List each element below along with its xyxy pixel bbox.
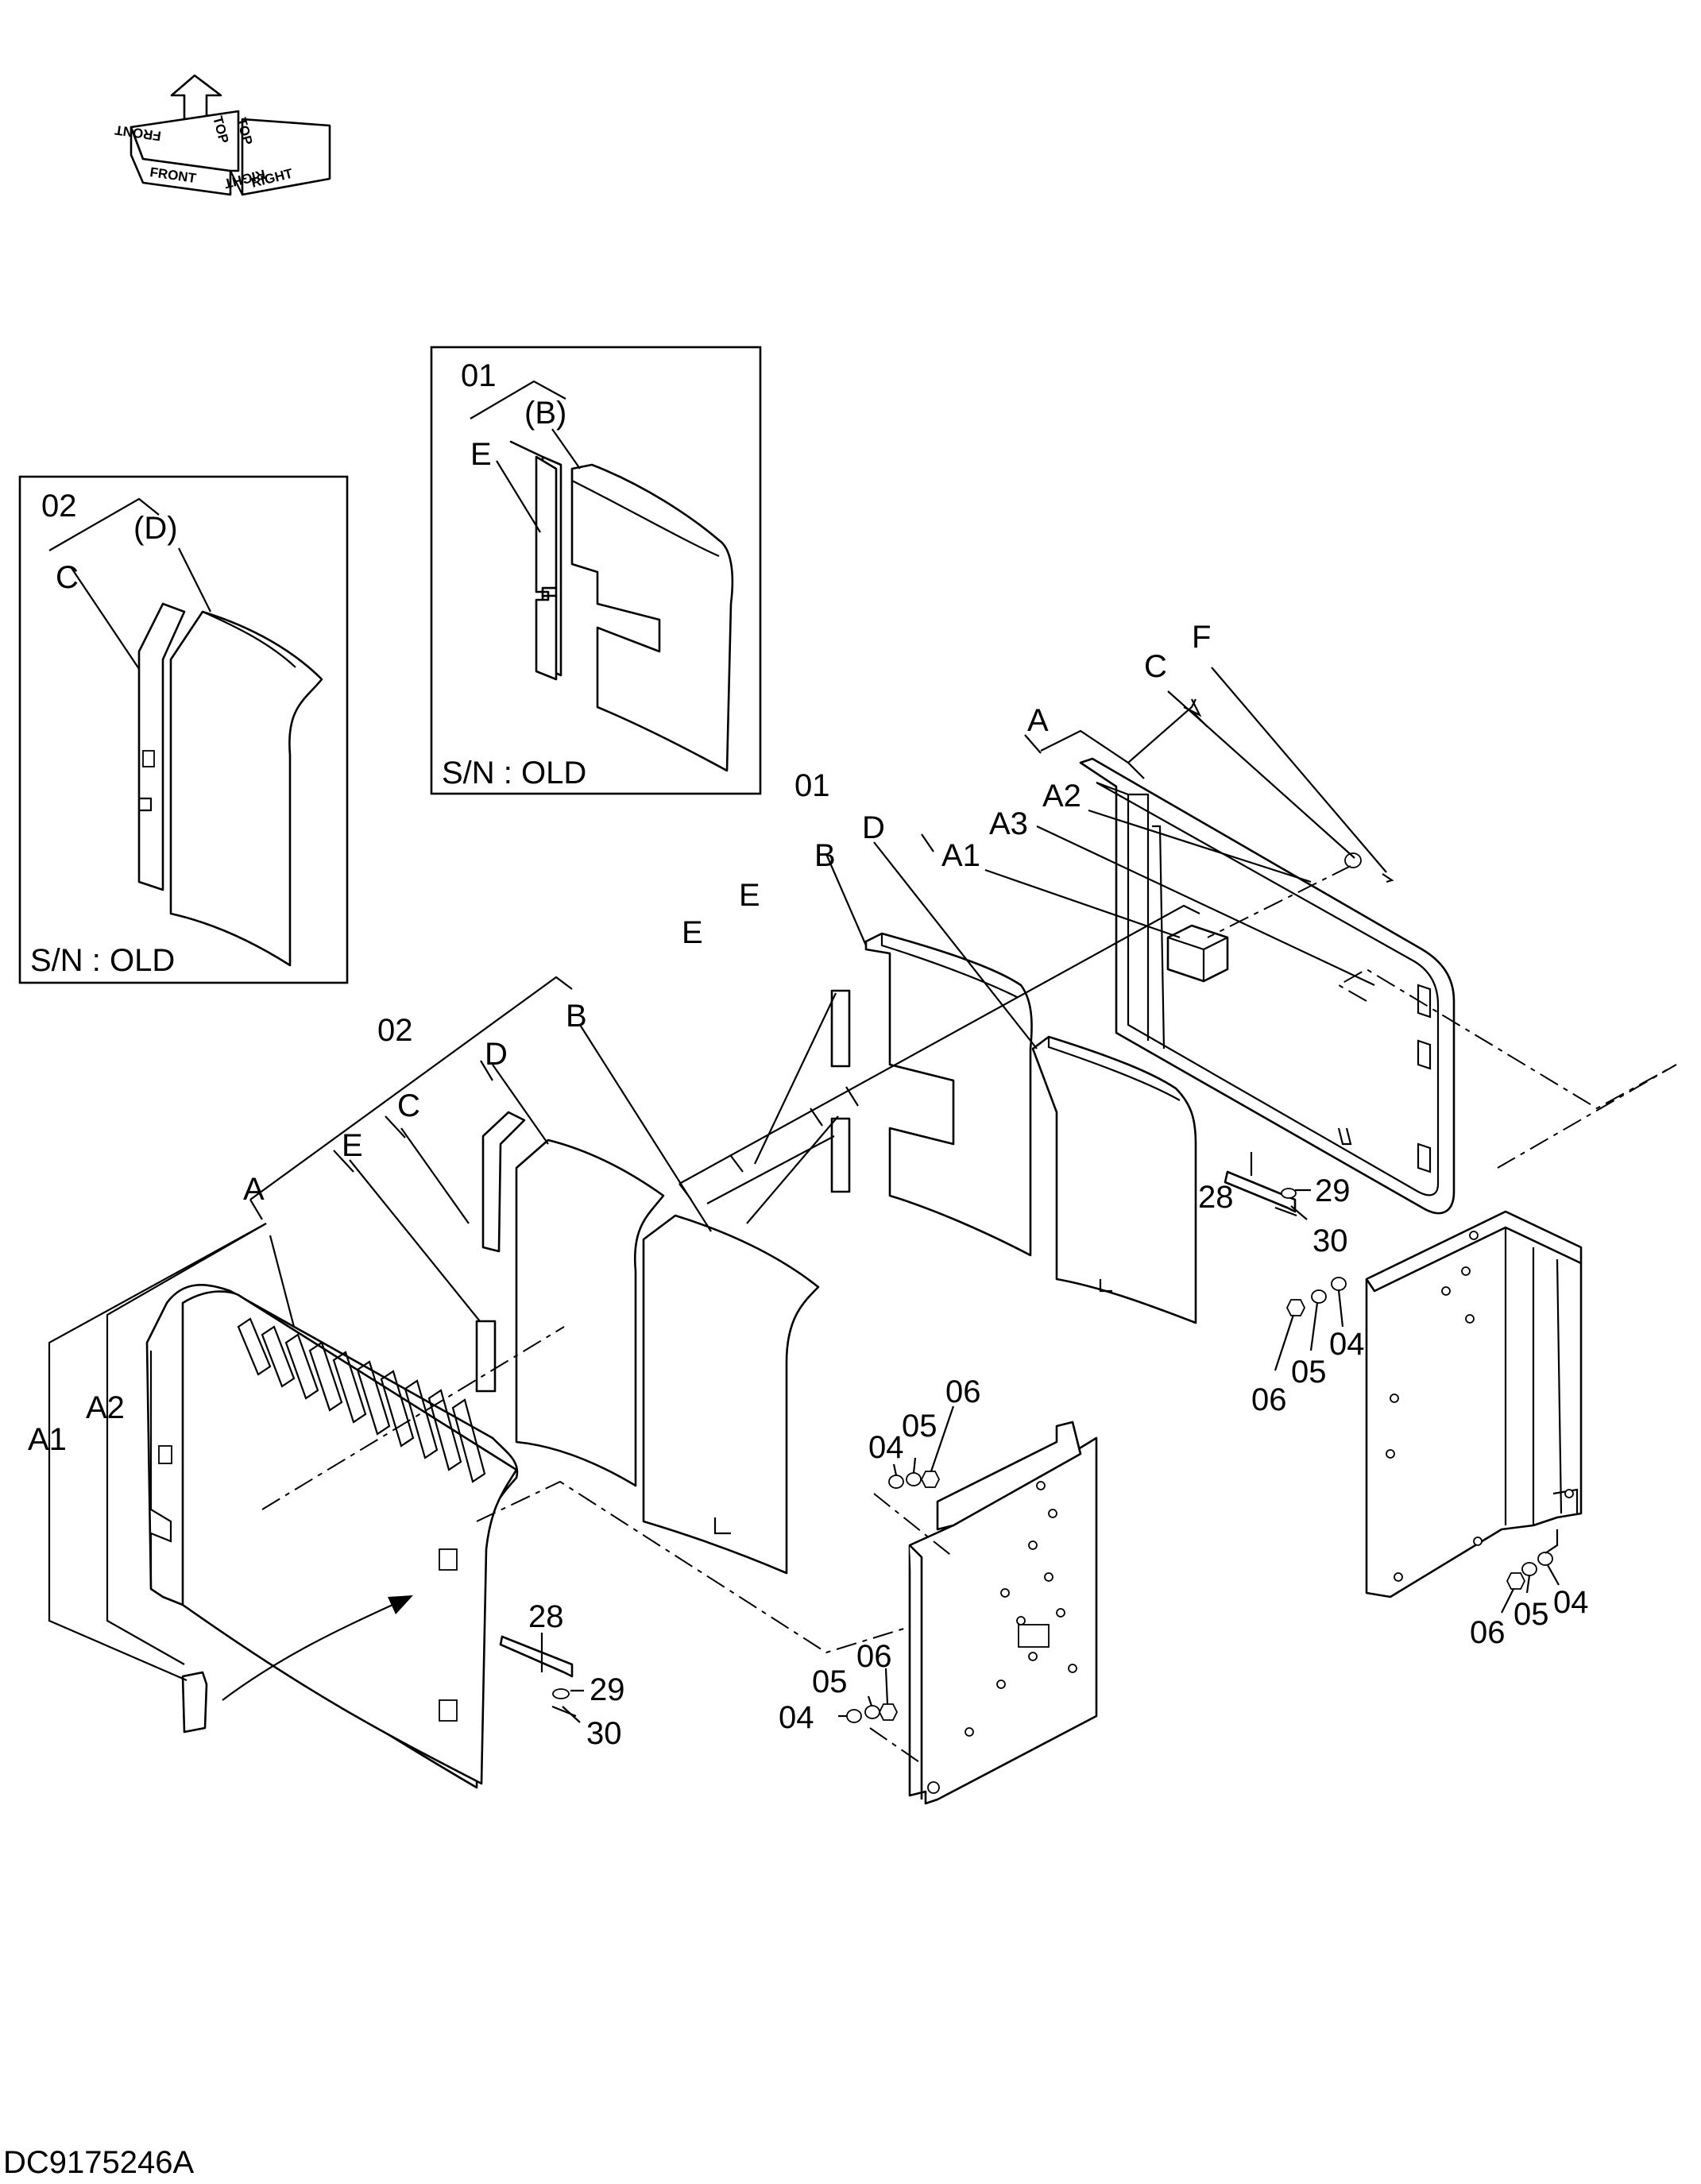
left-group-b-label: B <box>566 999 587 1034</box>
center-part-05-upper-label: 05 <box>902 1409 937 1444</box>
drawing-id: DC9175246A <box>3 2145 194 2180</box>
orientation-symbol: FRONT FRONT TOP TOP RIGHT RIGHT <box>114 74 331 196</box>
right-part-05-lower-label: 05 <box>1514 1597 1549 1632</box>
right-part-04-lower-label: 04 <box>1553 1585 1589 1620</box>
inset-01-group-b-label: (B) <box>524 396 566 431</box>
right-group-a-label: A <box>1027 703 1049 738</box>
right-part-04-upper-label: 04 <box>1329 1327 1365 1362</box>
right-part-06-lower-label: 06 <box>1470 1615 1506 1650</box>
inset-01-old: 01 (B) E S/N : OLD <box>430 346 762 795</box>
center-part-04-lower-label: 04 <box>779 1700 814 1735</box>
inset-02-group-d-label: (D) <box>133 511 178 546</box>
right-part-06-upper-label: 06 <box>1251 1382 1287 1417</box>
right-group-c-label: C <box>1144 649 1167 684</box>
center-part-05-lower-label: 05 <box>812 1664 848 1699</box>
center-part-06-upper-label: 06 <box>945 1374 981 1409</box>
left-group-a-label: A <box>243 1172 265 1207</box>
right-part-05-upper-label: 05 <box>1291 1355 1327 1390</box>
right-group-b-label: B <box>814 838 836 873</box>
left-door-assembly: 02 A E C D B A1 A2 28 29 30 <box>28 976 930 1789</box>
left-part-30-label: 30 <box>586 1716 622 1751</box>
right-group-f-label: F <box>1192 620 1211 655</box>
right-group-e1-label: E <box>682 915 703 950</box>
left-assembly-label: 02 <box>377 1013 413 1048</box>
right-bracket: 06 05 04 06 05 04 <box>1251 1210 1589 1650</box>
inset-02-old: 02 (D) C S/N : OLD <box>18 475 349 984</box>
inset-01-group-e-label: E <box>470 437 492 472</box>
center-part-06-lower-label: 06 <box>856 1639 892 1674</box>
vent-slots <box>237 1317 486 1483</box>
left-group-c-label: C <box>397 1088 420 1123</box>
inset-02-group-c-label: C <box>56 560 79 595</box>
center-bracket: 04 05 06 04 05 06 <box>779 1374 1098 1805</box>
right-group-a1-label: A1 <box>941 838 980 873</box>
inset-01-old-note: S/N : OLD <box>442 756 586 790</box>
right-part-30-label: 30 <box>1312 1223 1348 1258</box>
right-part-29-label: 29 <box>1315 1173 1351 1208</box>
left-part-29-label: 29 <box>590 1672 625 1707</box>
left-group-e-label: E <box>342 1128 363 1163</box>
inset-02-assembly-label: 02 <box>41 489 77 524</box>
right-group-a3-label: A3 <box>989 806 1028 841</box>
left-group-a1-label: A1 <box>28 1422 67 1457</box>
right-group-e2-label: E <box>739 878 760 913</box>
right-group-d-label: D <box>862 810 885 845</box>
right-assembly-label: 01 <box>794 768 830 803</box>
right-door-assembly: 01 A E E B D C F A1 A2 A3 28 29 30 <box>678 620 1677 1324</box>
inset-02-old-note: S/N : OLD <box>30 943 175 978</box>
left-part-28-label: 28 <box>528 1599 564 1634</box>
right-part-28-label: 28 <box>1198 1180 1234 1215</box>
left-group-a2-label: A2 <box>86 1390 125 1425</box>
inset-01-assembly-label: 01 <box>461 358 497 393</box>
center-part-04-upper-label: 04 <box>868 1430 904 1465</box>
left-group-d-label: D <box>485 1037 508 1072</box>
right-group-a2-label: A2 <box>1042 779 1081 814</box>
